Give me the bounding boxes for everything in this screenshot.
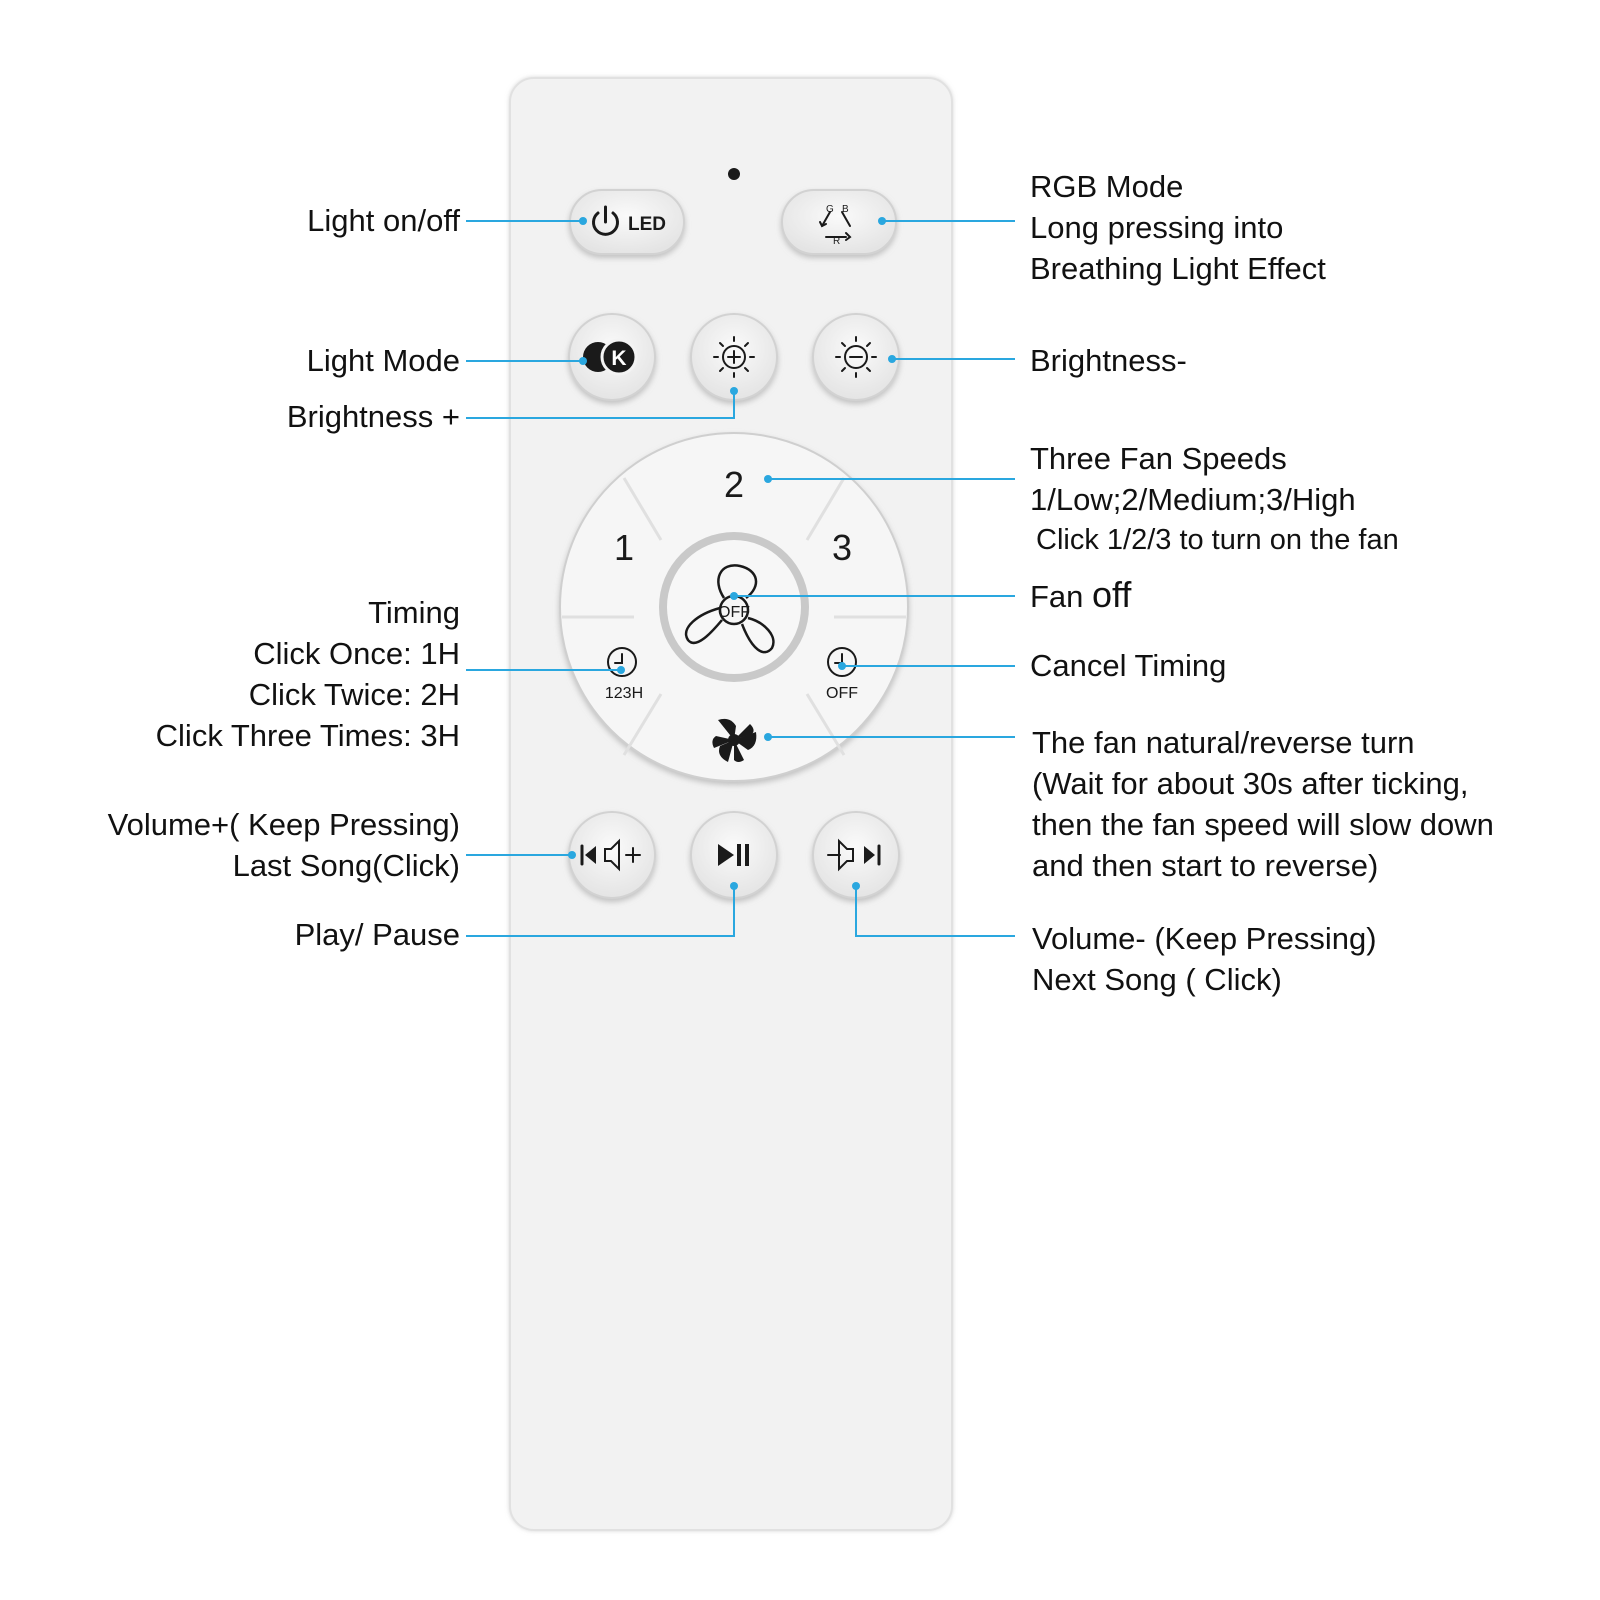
speed-3-button[interactable]: 3 — [832, 527, 852, 568]
rgb-letter-g: G — [826, 204, 834, 215]
label-play-pause: Play/ Pause — [294, 917, 460, 952]
label-fan-speeds: Three Fan Speeds 1/Low;2/Medium;3/High C… — [1030, 441, 1399, 556]
rgb-letter-r: R — [833, 236, 840, 247]
light-mode-button[interactable]: K — [568, 313, 656, 401]
reverse-fan-button[interactable] — [712, 718, 757, 762]
volume-down-next-icon — [827, 838, 881, 872]
leader-volume-minus — [855, 886, 1015, 937]
fan-icon — [684, 564, 775, 654]
led-text: LED — [628, 214, 666, 235]
rgb-letter-b: B — [842, 204, 849, 215]
label-light-mode: Light Mode — [306, 343, 460, 378]
rgb-cycle-icon — [819, 211, 852, 241]
label-brightness-plus: Brightness + — [286, 399, 460, 434]
clock-icon — [607, 647, 637, 677]
label-volume-minus: Volume- (Keep Pressing) Next Song ( Clic… — [1032, 921, 1377, 997]
light-onoff-button[interactable]: LED — [569, 189, 685, 255]
label-light-onoff: Light on/off — [307, 203, 460, 238]
fan-off-text: OFF — [718, 604, 750, 621]
light-mode-letter: K — [611, 347, 626, 370]
timer-button[interactable]: 123H — [605, 647, 643, 702]
brightness-plus-icon — [713, 336, 755, 378]
label-brightness-minus: Brightness- — [1030, 343, 1187, 378]
label-rgb-mode: RGB Mode Long pressing into Breathing Li… — [1030, 169, 1326, 286]
volume-down-next-button[interactable] — [812, 811, 900, 899]
prev-volume-up-icon — [580, 838, 641, 872]
leader-dots — [568, 217, 896, 890]
leader-brightness-plus — [466, 391, 735, 419]
label-fan-off: Fan off — [1030, 574, 1132, 615]
speed-2-button[interactable]: 2 — [724, 464, 744, 505]
speed-1-button[interactable]: 1 — [614, 527, 634, 568]
label-volume-plus: Volume+( Keep Pressing) Last Song(Click) — [107, 807, 460, 883]
timer-label: 123H — [605, 685, 643, 702]
reverse-fan-icon — [712, 718, 757, 762]
brightness-minus-icon — [835, 336, 877, 378]
leader-play-pause — [466, 886, 735, 937]
power-icon — [592, 205, 619, 236]
volume-up-prev-button[interactable] — [568, 811, 656, 899]
label-fan-reverse: The fan natural/reverse turn (Wait for a… — [1032, 725, 1494, 883]
label-cancel-timing: Cancel Timing — [1030, 648, 1227, 683]
leader-lines — [466, 220, 1015, 937]
remote-body — [509, 77, 953, 1531]
color-temp-icon — [583, 338, 638, 376]
fan-off-button[interactable]: OFF — [659, 532, 809, 682]
label-timing: Timing Click Once: 1H Click Twice: 2H Cl… — [155, 595, 460, 753]
ir-indicator — [728, 168, 740, 180]
brightness-minus-button[interactable] — [812, 313, 900, 401]
play-pause-icon — [718, 844, 749, 866]
cancel-timer-label: OFF — [826, 685, 858, 702]
